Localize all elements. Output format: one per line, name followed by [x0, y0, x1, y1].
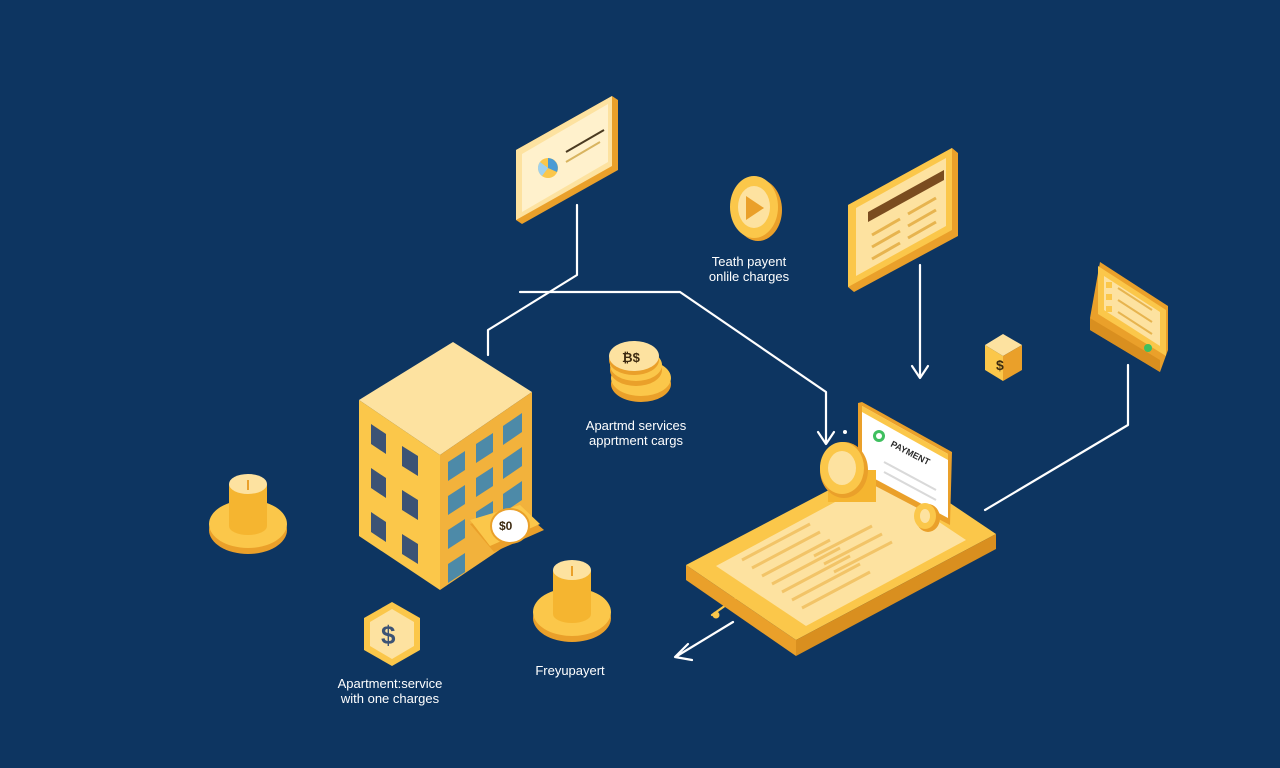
magnifier-icon	[820, 442, 876, 502]
play-coin-icon	[730, 176, 782, 241]
arrowhead-tablet-to-terminal	[910, 364, 930, 380]
pie-chart-icon	[538, 158, 558, 178]
arrowhead-outgoing	[673, 642, 694, 662]
caption-center-line2: apprtment cargs	[589, 433, 683, 448]
caption-center-line1: Apartmd services	[585, 418, 687, 433]
dollar-hexagon-icon: $	[364, 602, 420, 666]
caption-top-right: Teath payent onlile charges	[690, 254, 808, 284]
caption-center: Apartmd services apprtment cargs	[570, 418, 702, 448]
building-card-tag: $0	[470, 505, 544, 552]
arrowhead-hub-to-terminal	[816, 430, 836, 446]
screen-logo-icon	[873, 430, 885, 442]
connector-terminal-outgoing	[675, 620, 735, 658]
connector-hub-to-terminal	[553, 290, 828, 444]
caption-bottom-left: Apartment:service with one charges	[320, 676, 460, 706]
control-panel	[1090, 262, 1168, 372]
connector-dot	[712, 611, 720, 619]
apartment-building-icon	[359, 342, 532, 590]
spark-dot	[843, 430, 847, 434]
building-windows-left	[371, 424, 418, 564]
cube-dollar-label: $	[996, 357, 1004, 373]
coin-stack-mark: ₿$	[622, 350, 641, 365]
coin-stack-icon: ₿$	[609, 341, 671, 402]
small-coin-icon	[914, 503, 940, 532]
caption-bottom-center: Freyupayert	[510, 663, 630, 678]
payment-screen: PAYMENT	[858, 402, 952, 525]
hexagon-dollar-label: $	[381, 620, 396, 650]
receipt-lines	[741, 522, 893, 610]
building-tag-label: $0	[499, 519, 513, 533]
building-windows-right	[448, 413, 522, 583]
connector-card-to-building	[486, 203, 579, 357]
caption-top-right-line1: Teath payent	[711, 254, 787, 269]
connector-panel-to-terminal	[983, 363, 1130, 512]
cylinder-token-bottom	[533, 560, 611, 642]
caption-bottom-left-line1: Apartment:service	[337, 676, 443, 691]
status-light	[1144, 344, 1152, 352]
info-card	[516, 96, 618, 224]
caption-top-right-line2: onlile charges	[708, 269, 790, 284]
tablet-screen	[848, 148, 958, 292]
cylinder-token-left	[209, 474, 287, 554]
caption-bottom-left-line2: with one charges	[340, 691, 440, 706]
caption-bottom-center-line1: Freyupayert	[535, 663, 605, 678]
dollar-cube-icon: $	[985, 334, 1022, 381]
